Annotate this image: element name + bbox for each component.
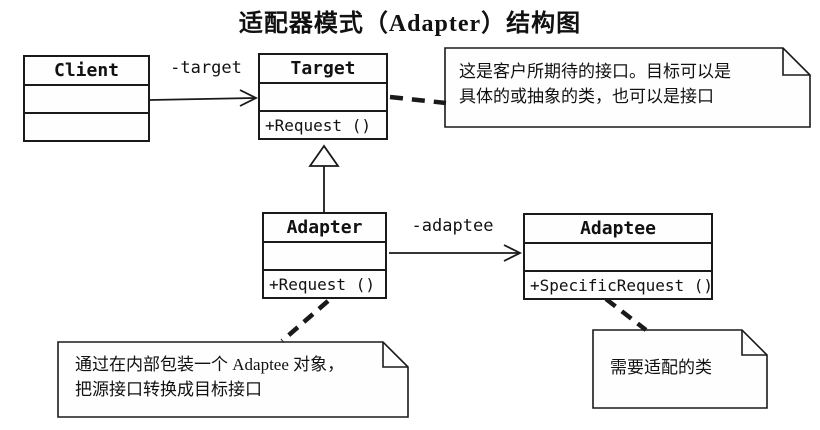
note-adapter-line-1: 通过在内部包装一个 Adaptee 对象， <box>75 355 345 374</box>
class-client-name: Client <box>53 60 120 81</box>
class-target-methods: +Request () <box>260 110 386 138</box>
class-adaptee-methods: +SpecificRequest () <box>525 270 713 298</box>
diagram-title: 适配器模式（Adapter）结构图 <box>238 11 582 37</box>
class-target-attributes <box>260 82 386 110</box>
generalization-adapter-target <box>308 144 340 212</box>
class-adapter-name: Adapter <box>286 217 363 238</box>
class-adapter-methods: +Request () <box>264 269 385 297</box>
note-target-text: 这是客户所期待的接口。目标可以是 具体的或抽象的类，也可以是接口 <box>459 59 731 109</box>
association-label-adaptee: -adaptee <box>411 216 494 236</box>
note-anchor-target <box>389 94 447 106</box>
note-shape-adapter <box>57 341 409 418</box>
association-label-target: -target <box>170 58 242 78</box>
class-client-attributes <box>25 84 148 112</box>
class-target-name: Target <box>290 58 356 79</box>
association-adapter-adaptee <box>389 244 523 262</box>
note-adaptee-text: 需要适配的类 <box>610 355 712 380</box>
note-target-line-1: 这是客户所期待的接口。目标可以是 <box>459 62 731 81</box>
class-client-methods <box>25 112 148 140</box>
note-adaptee-line-1: 需要适配的类 <box>610 358 712 377</box>
class-adaptee: Adaptee +SpecificRequest () <box>523 213 713 300</box>
note-target-line-2: 具体的或抽象的类，也可以是接口 <box>459 87 714 106</box>
class-adapter: Adapter +Request () <box>262 212 387 299</box>
note-adapter-line-2: 把源接口转换成目标接口 <box>75 380 262 399</box>
note-shape-adaptee <box>592 329 768 409</box>
class-adaptee-attributes <box>525 242 711 270</box>
class-adapter-attributes <box>264 241 385 269</box>
class-client: Client <box>23 55 150 142</box>
note-shape-target <box>444 47 811 128</box>
note-anchor-adapter <box>280 299 330 343</box>
association-client-target <box>149 89 259 107</box>
note-anchor-adaptee <box>604 297 648 332</box>
note-adapter-text: 通过在内部包装一个 Adaptee 对象， 把源接口转换成目标接口 <box>75 352 344 402</box>
class-target: Target +Request () <box>258 53 388 140</box>
class-adaptee-name: Adaptee <box>580 218 656 239</box>
